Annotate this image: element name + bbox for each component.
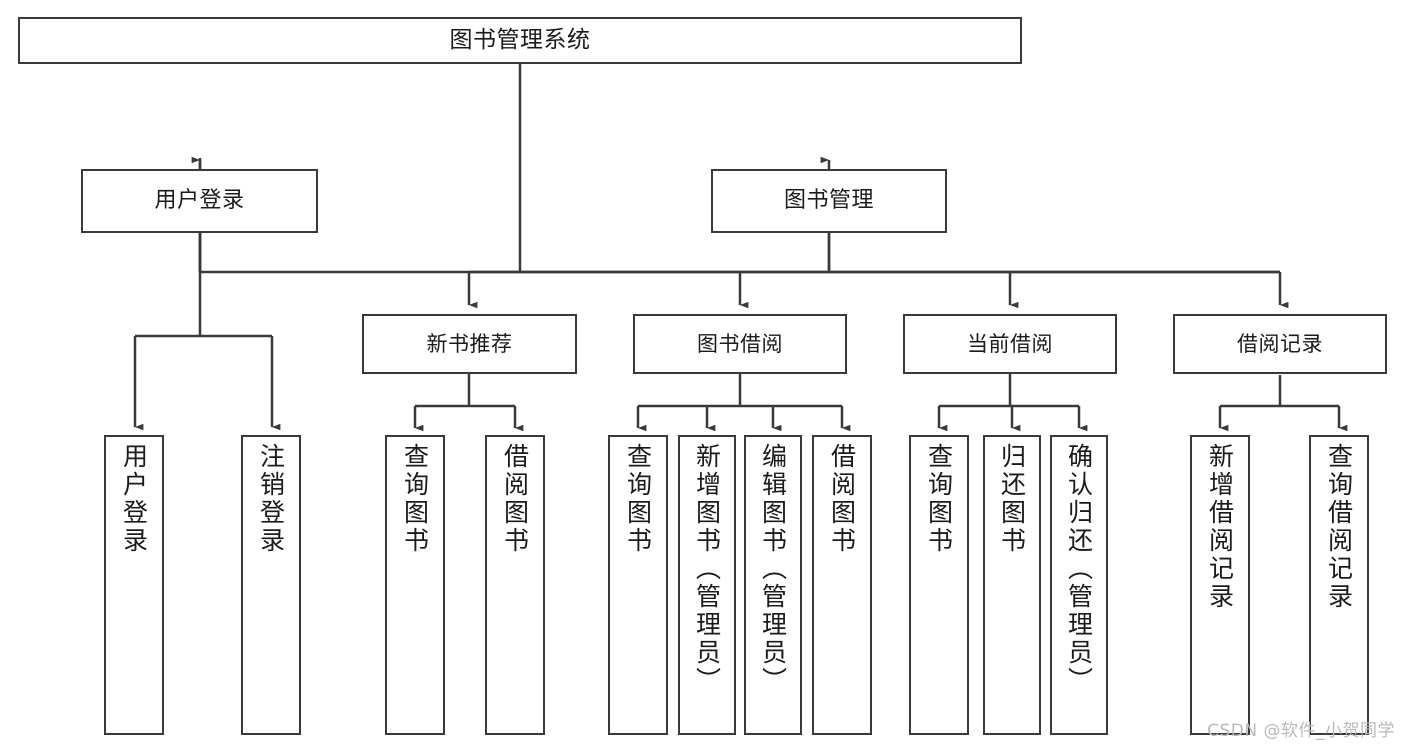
node-book-management-label: 图书管理 [783, 188, 874, 214]
node-book-borrow-label: 图书借阅 [697, 331, 783, 356]
node-borrow-record[interactable]: 借阅记录 [1173, 314, 1387, 374]
node-user-login[interactable]: 用户登录 [81, 169, 318, 233]
node-leaf-query-book-current-label: 查询图书 [924, 443, 954, 555]
node-leaf-borrow-book[interactable]: 借阅图书 [812, 435, 872, 735]
node-leaf-query-book-current[interactable]: 查询图书 [909, 435, 969, 735]
node-leaf-query-book-borrow-label: 查询图书 [623, 443, 653, 555]
node-leaf-query-borrow-record[interactable]: 查询借阅记录 [1309, 435, 1369, 735]
node-leaf-add-book-admin-label: 新增图书（管理员） [692, 443, 722, 695]
node-current-borrow-label: 当前借阅 [967, 331, 1053, 356]
node-user-login-label: 用户登录 [154, 188, 245, 214]
node-leaf-confirm-return-admin[interactable]: 确认归还（管理员） [1050, 435, 1108, 735]
node-book-management[interactable]: 图书管理 [711, 169, 947, 233]
node-leaf-borrow-book-label: 借阅图书 [827, 443, 857, 555]
node-leaf-query-book-borrow[interactable]: 查询图书 [608, 435, 668, 735]
node-leaf-add-book-admin[interactable]: 新增图书（管理员） [678, 435, 736, 735]
node-new-book-recommend-label: 新书推荐 [426, 331, 513, 356]
edges-user-login-to-leaves [133, 233, 281, 431]
edges-current-borrow-to-leaves [937, 374, 1088, 432]
edges-book-management-to-level2 [467, 233, 1289, 309]
node-book-borrow[interactable]: 图书借阅 [633, 314, 847, 374]
edges-new-book-recommend-to-leaves [413, 374, 524, 432]
node-leaf-query-borrow-record-label: 查询借阅记录 [1324, 443, 1354, 611]
node-leaf-borrow-book-rec[interactable]: 借阅图书 [485, 435, 545, 735]
node-leaf-edit-book-admin-label: 编辑图书（管理员） [758, 443, 788, 695]
node-leaf-borrow-book-rec-label: 借阅图书 [500, 443, 530, 555]
node-leaf-user-logout[interactable]: 注销登录 [241, 435, 301, 735]
node-leaf-add-borrow-record-label: 新增借阅记录 [1205, 443, 1235, 611]
node-leaf-edit-book-admin[interactable]: 编辑图书（管理员） [744, 435, 802, 735]
edges-borrow-record-to-leaves [1218, 375, 1348, 432]
node-root[interactable]: 图书管理系统 [18, 17, 1022, 64]
node-root-label: 图书管理系统 [449, 27, 591, 54]
node-leaf-user-login[interactable]: 用户登录 [104, 435, 164, 735]
node-leaf-return-book-label: 归还图书 [997, 443, 1027, 555]
node-borrow-record-label: 借阅记录 [1237, 331, 1323, 356]
node-leaf-user-logout-label: 注销登录 [256, 443, 286, 555]
edges-book-borrow-to-leaves [636, 374, 851, 432]
node-leaf-query-book-rec[interactable]: 查询图书 [385, 435, 445, 735]
node-leaf-return-book[interactable]: 归还图书 [983, 435, 1041, 735]
node-leaf-add-borrow-record[interactable]: 新增借阅记录 [1190, 435, 1250, 735]
edges-root-to-level1 [198, 64, 1280, 274]
node-current-borrow[interactable]: 当前借阅 [903, 314, 1117, 374]
node-new-book-recommend[interactable]: 新书推荐 [362, 314, 577, 374]
node-leaf-user-login-label: 用户登录 [119, 443, 149, 555]
node-leaf-query-book-rec-label: 查询图书 [400, 443, 430, 555]
node-leaf-confirm-return-admin-label: 确认归还（管理员） [1064, 443, 1094, 695]
